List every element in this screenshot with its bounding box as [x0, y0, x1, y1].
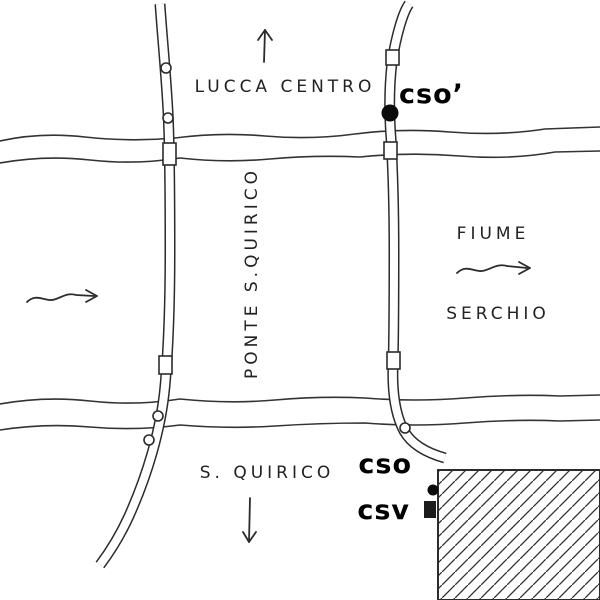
label-fiume: FIUME	[457, 224, 530, 244]
river-bank-lines	[0, 126, 600, 431]
river-line-lower-1	[0, 394, 600, 405]
road-joint-markers	[143, 49, 411, 446]
joint-box	[383, 141, 398, 160]
csv-marker	[424, 501, 436, 518]
joint-circle	[160, 62, 172, 74]
label-ponte-s-quirico: PONTE S.QUIRICO	[242, 167, 262, 379]
left-road-fill	[96, 3, 175, 568]
river-line-upper-1	[0, 126, 600, 142]
label-s-quirico: S. QUIRICO	[200, 463, 335, 483]
label-station-csv: csv	[357, 495, 410, 526]
joint-box	[158, 355, 173, 375]
joint-circle	[162, 112, 174, 124]
joint-circle	[399, 422, 411, 434]
joint-circle	[143, 434, 155, 446]
label-station-cso: cso	[358, 449, 412, 480]
right-road-casing	[384, 0, 447, 464]
label-serchio: SERCHIO	[446, 304, 550, 324]
label-lucca-centro: LUCCA CENTRO	[195, 77, 376, 97]
flow-arrow-left-icon	[26, 289, 98, 303]
left-road	[95, 3, 176, 569]
cso-prime-marker	[381, 104, 399, 122]
cso-marker	[427, 484, 439, 496]
right-road	[384, 0, 447, 464]
label-station-cso-prime: cso’	[399, 79, 464, 110]
flow-arrow-river-icon	[456, 261, 531, 275]
north-arrow-icon	[257, 29, 273, 63]
joint-box	[386, 351, 401, 370]
joint-box	[385, 49, 400, 66]
joint-box	[162, 142, 177, 166]
river-line-lower-2	[0, 419, 600, 431]
south-arrow-icon	[242, 497, 257, 543]
hatched-area	[437, 469, 600, 600]
left-road-casing	[95, 3, 176, 569]
river-line-upper-2	[0, 150, 600, 164]
joint-circle	[152, 410, 164, 422]
